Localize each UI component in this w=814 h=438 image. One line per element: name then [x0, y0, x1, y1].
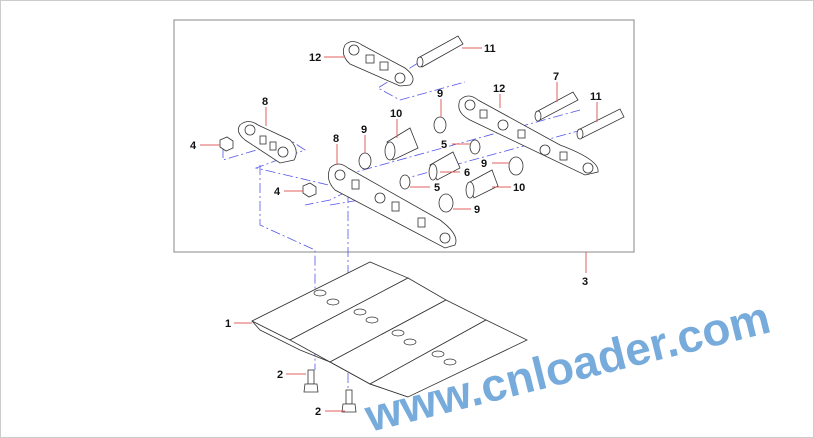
seal-5-a [469, 139, 481, 155]
callout-5: 5 [434, 182, 440, 194]
callout-4: 4 [190, 140, 197, 152]
callout-9: 9 [474, 204, 480, 216]
seal-5-b [399, 174, 411, 190]
washer-9-a [433, 116, 447, 134]
track-shoes-1 [251, 261, 528, 398]
washer-9-c [508, 156, 524, 176]
callout-10: 10 [513, 182, 525, 194]
callout-11: 11 [484, 43, 496, 55]
callout-9: 9 [361, 124, 367, 136]
nut-4-top [219, 136, 234, 152]
callout-11: 11 [590, 91, 602, 103]
bolt-2-b [341, 389, 357, 413]
nut-4-bottom [302, 182, 317, 198]
callout-12: 12 [309, 52, 321, 64]
callout-3: 3 [582, 276, 588, 288]
track-link-8-left [237, 121, 297, 164]
callout-2: 2 [277, 369, 283, 381]
callout-9: 9 [437, 88, 443, 100]
washer-9-b [358, 152, 372, 170]
bushing-10-bottom [465, 169, 499, 199]
callout-9: 9 [481, 158, 487, 170]
callout-12: 12 [493, 83, 505, 95]
pin-7 [534, 91, 579, 122]
track-link-12-right [458, 95, 599, 176]
track-link-8-middle [327, 163, 457, 249]
callout-4: 4 [274, 186, 281, 198]
callout-5: 5 [441, 139, 447, 151]
callout-7: 7 [553, 71, 559, 83]
callout-10: 10 [390, 108, 402, 120]
callout-labels: 12 11 7 12 11 8 10 9 9 8 4 5 6 9 5 10 4 … [190, 43, 602, 418]
bushing-6 [428, 151, 461, 181]
bushing-10-top [384, 127, 419, 161]
callout-8: 8 [333, 133, 339, 145]
pin-11-top [416, 35, 464, 68]
washer-9-d [438, 193, 454, 213]
callout-2: 2 [315, 406, 321, 418]
callout-8: 8 [262, 96, 268, 108]
track-link-12-top [342, 41, 414, 87]
bolt-2-a [303, 369, 319, 393]
callout-6: 6 [464, 167, 470, 179]
leader-lines [200, 47, 598, 412]
callout-1: 1 [225, 318, 231, 330]
pin-11-right [576, 108, 625, 140]
link-assembly-box [173, 19, 635, 253]
